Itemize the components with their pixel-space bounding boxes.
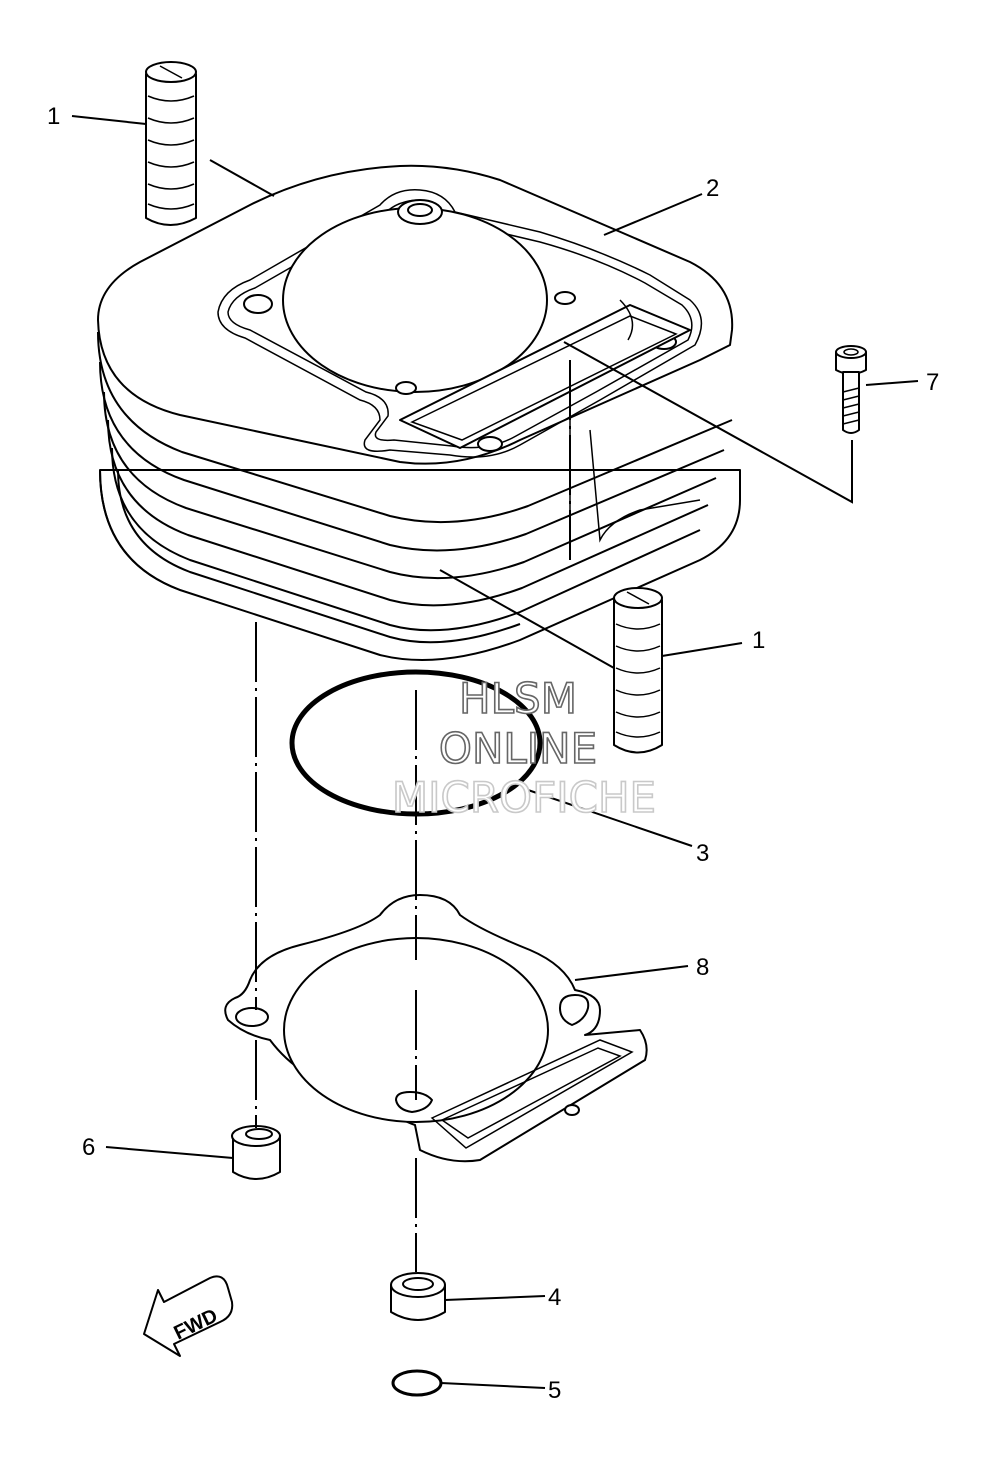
watermark-line-1: HLSM bbox=[459, 674, 577, 723]
fwd-arrow-icon: FWD bbox=[143, 1275, 234, 1357]
alignment-lines bbox=[255, 360, 571, 1272]
callout-5: 5 bbox=[548, 1377, 561, 1404]
callout-1-upper: 1 bbox=[47, 103, 60, 130]
callout-7: 7 bbox=[926, 369, 939, 396]
watermark: HLSM ONLINE MICROFICHE bbox=[391, 673, 657, 823]
o-ring-small[interactable] bbox=[391, 1369, 443, 1397]
watermark-line-2: ONLINE bbox=[439, 724, 597, 773]
dowel-collar-lower[interactable] bbox=[390, 1272, 446, 1321]
leader-lines bbox=[71, 115, 919, 1389]
callout-2: 2 bbox=[706, 175, 719, 202]
callout-1-lower: 1 bbox=[752, 627, 765, 654]
cylinder-base-gasket[interactable] bbox=[224, 894, 648, 1163]
cylinder-body[interactable] bbox=[97, 164, 741, 661]
callout-3: 3 bbox=[696, 840, 709, 867]
callout-numbers: 1 2 7 1 3 8 6 4 5 bbox=[47, 103, 939, 1404]
callout-8: 8 bbox=[696, 954, 709, 981]
dowel-pin-upper[interactable] bbox=[145, 61, 197, 226]
callout-6: 6 bbox=[82, 1134, 95, 1161]
bolt[interactable] bbox=[835, 345, 867, 434]
dowel-collar[interactable] bbox=[231, 1125, 281, 1180]
watermark-line-3: MICROFICHE bbox=[392, 773, 656, 822]
callout-4: 4 bbox=[548, 1284, 561, 1311]
dowel-pin-lower[interactable] bbox=[613, 587, 663, 754]
